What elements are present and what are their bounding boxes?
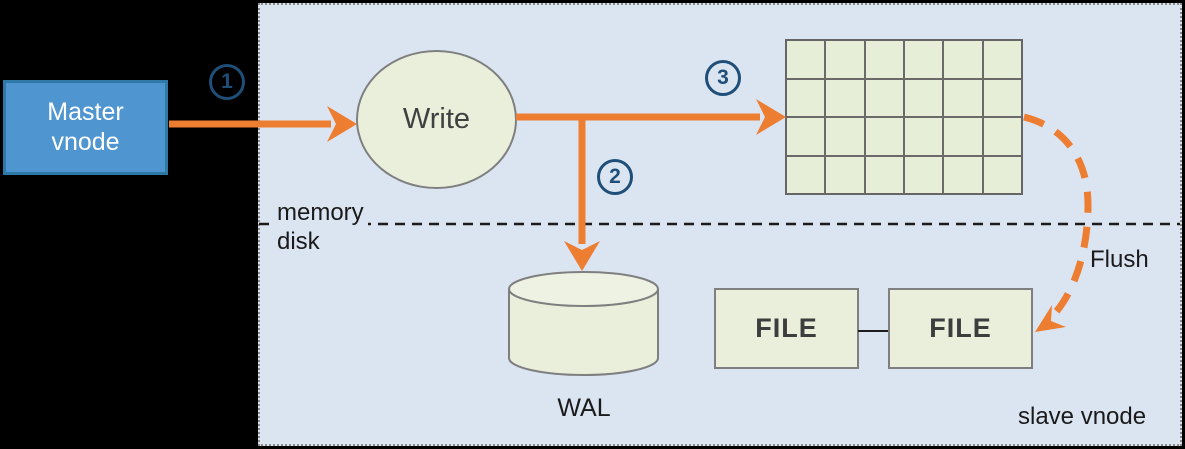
buffer-grid — [785, 39, 1023, 195]
file-node-1-label: FILE — [755, 313, 818, 343]
memory-label: memory — [275, 199, 368, 230]
master-vnode-node: Master vnode — [3, 80, 168, 175]
buffer-grid-cell — [826, 118, 864, 155]
buffer-grid-cell — [865, 41, 903, 78]
write-node-label: Write — [402, 103, 471, 135]
master-vnode-label-line2: vnode — [51, 128, 120, 156]
buffer-grid-cell — [865, 118, 903, 155]
buffer-grid-cell — [944, 79, 982, 116]
step-2-badge: 2 — [597, 159, 633, 195]
step-3-badge: 3 — [705, 60, 741, 96]
buffer-grid-cell — [787, 79, 825, 116]
buffer-grid-cell — [826, 156, 864, 193]
wal-label: WAL — [557, 394, 611, 422]
buffer-grid-cell — [944, 156, 982, 193]
flush-label: Flush — [1090, 246, 1149, 273]
disk-label: disk — [277, 228, 320, 255]
file-node-2-label: FILE — [929, 313, 992, 343]
buffer-grid-cell — [787, 156, 825, 193]
step-1-badge: 1 — [209, 64, 245, 100]
buffer-grid-cell — [826, 79, 864, 116]
master-vnode-label-line1: Master — [47, 97, 124, 126]
buffer-grid-cell — [865, 79, 903, 116]
buffer-grid-cell — [983, 79, 1021, 116]
buffer-grid-cell — [787, 118, 825, 155]
buffer-grid-cell — [865, 156, 903, 193]
slave-vnode-label: slave vnode — [1018, 403, 1147, 430]
file-node-1: FILE — [714, 288, 859, 369]
buffer-grid-cell — [904, 156, 943, 193]
write-node: Write — [356, 50, 517, 189]
buffer-grid-cell — [983, 118, 1021, 155]
buffer-grid-cell — [983, 41, 1021, 78]
buffer-grid-cell — [904, 118, 943, 155]
buffer-grid-cell — [944, 41, 982, 78]
file-node-2: FILE — [888, 288, 1033, 369]
buffer-grid-cell — [826, 41, 864, 78]
buffer-grid-cell — [904, 41, 943, 78]
buffer-grid-cell — [983, 156, 1021, 193]
buffer-grid-cell — [944, 118, 982, 155]
buffer-grid-cell — [787, 41, 825, 78]
buffer-grid-cell — [904, 79, 943, 116]
